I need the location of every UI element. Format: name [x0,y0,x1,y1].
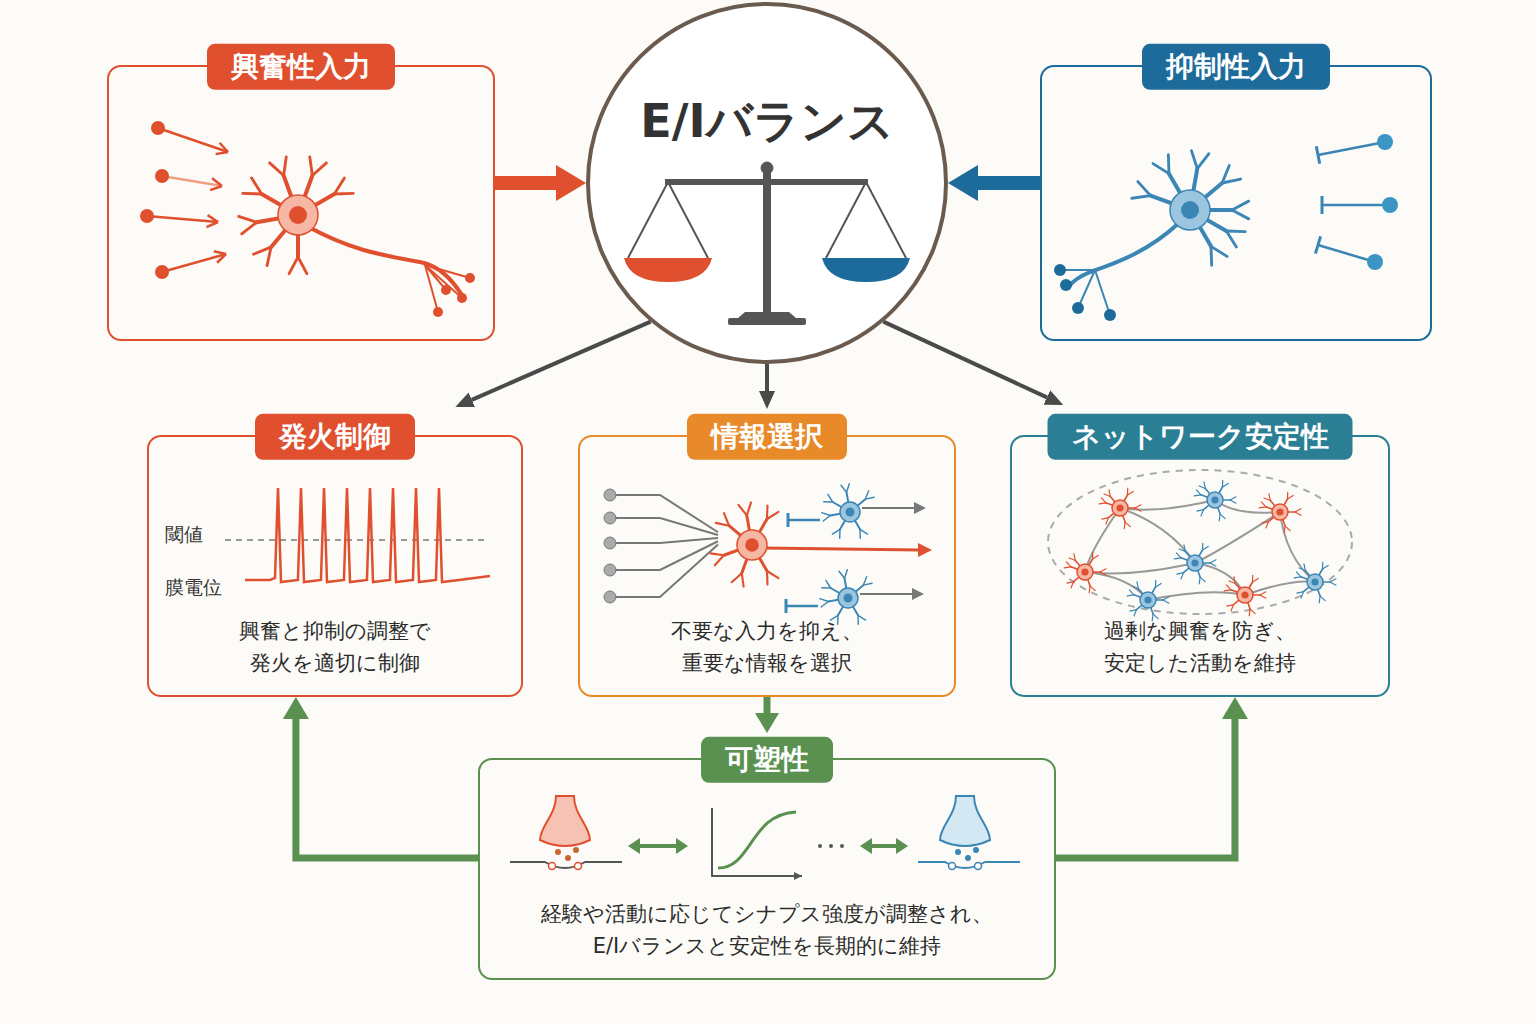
connector-arrow [495,176,556,190]
neuron-icon [1174,543,1216,584]
panel-box: 興奮性入力 [107,65,495,341]
heading-badge: 情報選択 [687,414,847,460]
circle-ground [586,2,948,364]
panel-box: 抑制性入力 [1040,65,1432,341]
neuron-icon [1127,580,1169,621]
inhibitory-neuron-figure [1054,134,1398,321]
heading-badge: 可塑性 [701,737,833,783]
network-figure [1048,470,1352,621]
connector-arrow [883,322,1047,398]
neuron-icon [1259,492,1301,533]
panel-box: ネットワーク安定性過剰な興奮を防ぎ、 安定した活動を維持 [1010,435,1390,697]
neuron-icon [239,157,354,274]
connector-arrow [1056,719,1235,858]
title-text: E/Iバランス [586,94,948,149]
plasticity-figure [510,796,1020,880]
neuron-icon [1099,488,1141,529]
excitatory-neuron-figure [140,121,475,317]
connector-arrow [296,719,478,858]
connector-arrow [764,697,771,713]
balance-scale [624,162,910,325]
heading-badge: 発火制御 [255,414,415,460]
heading-badge: 興奮性入力 [207,44,395,90]
neuron-icon [1224,575,1266,616]
balance-circle: E/Iバランス [586,2,948,364]
neuron-icon [820,570,872,625]
neuron-icon [710,503,778,587]
neuron-icon [1064,552,1106,593]
neuron-icon [1294,562,1336,603]
axis-label: 閾値 [165,523,203,546]
panel-box: 発火制御興奮と抑制の調整で 発火を適切に制御 [147,435,523,697]
heading-badge: 抑制性入力 [1142,44,1330,90]
panel-box: 情報選択不要な入力を抑え、 重要な情報を選択 [578,435,956,697]
circle-outline [586,2,948,364]
connector-arrow [765,364,769,391]
connector-arrow [472,322,651,400]
body-text: 過剰な興奮を防ぎ、 安定した活動を維持 [1030,616,1370,679]
panel-box: 可塑性経験や活動に応じてシナプス強度が調整され、 E/Iバランスと安定性を長期的… [478,758,1056,980]
axis-label: 膜電位 [165,576,222,599]
firing-plot [225,488,490,582]
neuron-icon [1194,480,1236,521]
heading-badge: ネットワーク安定性 [1048,414,1353,460]
body-text: 経験や活動に応じてシナプス強度が調整され、 E/Iバランスと安定性を長期的に維持 [498,899,1036,962]
info-selection-figure [604,484,932,625]
neuron-icon [822,484,874,539]
connector-arrow [978,176,1040,190]
neuron-icon [1132,151,1249,266]
body-text: 興奮と抑制の調整で 発火を適切に制御 [167,616,503,679]
body-text: 不要な入力を抑え、 重要な情報を選択 [598,616,936,679]
